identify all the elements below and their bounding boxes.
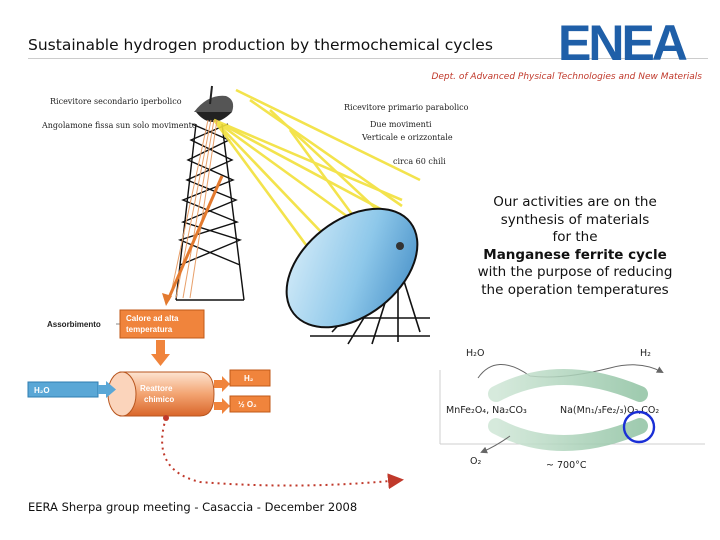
cycle-left-species: MnFe₂O₄, Na₂CO₃ <box>446 405 527 416</box>
department-subtitle: Dept. of Advanced Physical Technologies … <box>431 72 702 82</box>
reactor-label-1: Reattore <box>140 384 173 393</box>
heat-arrow <box>166 175 224 301</box>
activities-line-2: synthesis of materials <box>500 211 650 228</box>
page-title: Sustainable hydrogen production by therm… <box>28 36 493 54</box>
activities-text: Our activities are on the synthesis of m… <box>440 194 710 299</box>
label-two-movements: Due movimenti <box>370 120 432 129</box>
cycle-temp: ~ 700°C <box>546 460 587 471</box>
h2-output-box <box>229 369 271 387</box>
activities-line-4: Manganese ferrite cycle <box>483 246 667 263</box>
high-temp-heat-label-2: temperatura <box>126 325 173 334</box>
activities-line-3: for the <box>552 229 598 245</box>
activities-line-6: the operation temperatures <box>481 281 669 298</box>
link-arrow <box>161 417 404 490</box>
logo-text: ENEA <box>558 15 687 66</box>
primary-mirror <box>285 207 419 329</box>
o2-output-box <box>229 395 271 413</box>
high-temp-heat-box <box>119 309 205 339</box>
footer-text: EERA Sherpa group meeting - Casaccia - D… <box>28 500 358 514</box>
activities-line-5: with the purpose of reducing <box>477 264 673 280</box>
water-input-label: H₂O <box>34 386 50 395</box>
ferrite-cycle: H₂O H₂ MnFe₂O₄, Na₂CO₃ Na(Mn₁/₃Fe₂/₃)O₂,… <box>439 348 705 471</box>
cycle-h2: H₂ <box>640 348 651 359</box>
label-vertical-horizontal: Verticale e orizzontale <box>361 133 453 142</box>
h2-output-label: H₂ <box>244 374 254 383</box>
enea-logo: ENEA <box>558 15 690 66</box>
o2-output-label: ½ O₂ <box>238 400 257 409</box>
absorption-label: Assorbimento <box>47 320 101 329</box>
cycle-o2: O₂ <box>470 456 481 467</box>
label-secondary-receiver: Ricevitore secondario iperbolico <box>50 97 182 106</box>
mirror-hub <box>396 242 404 250</box>
reactor-cylinder <box>119 371 215 417</box>
activities-line-1: Our activities are on the <box>493 194 657 210</box>
receiver-tower <box>175 123 245 301</box>
label-primary-receiver: Ricevitore primario parabolico <box>344 103 469 112</box>
reactor-label-2: chimico <box>144 395 174 404</box>
label-approx: circa 60 chili <box>393 157 446 166</box>
label-fixed-angle: Angolamone fissa sun solo movimento <box>41 121 197 130</box>
header-divider <box>28 58 708 59</box>
sun-rays <box>212 88 421 273</box>
high-temp-heat-label-1: Calore ad alta <box>126 314 179 323</box>
highlight-circle <box>622 410 656 444</box>
secondary-receiver <box>194 85 234 122</box>
absorption-label-bg <box>44 318 114 330</box>
cycle-right-species: Na(Mn₁/₃Fe₂/₃)O₂,CO₂ <box>560 405 659 416</box>
process-flow: Assorbimento Calore ad alta temperatura … <box>27 309 271 417</box>
cycle-h2o: H₂O <box>466 348 484 359</box>
